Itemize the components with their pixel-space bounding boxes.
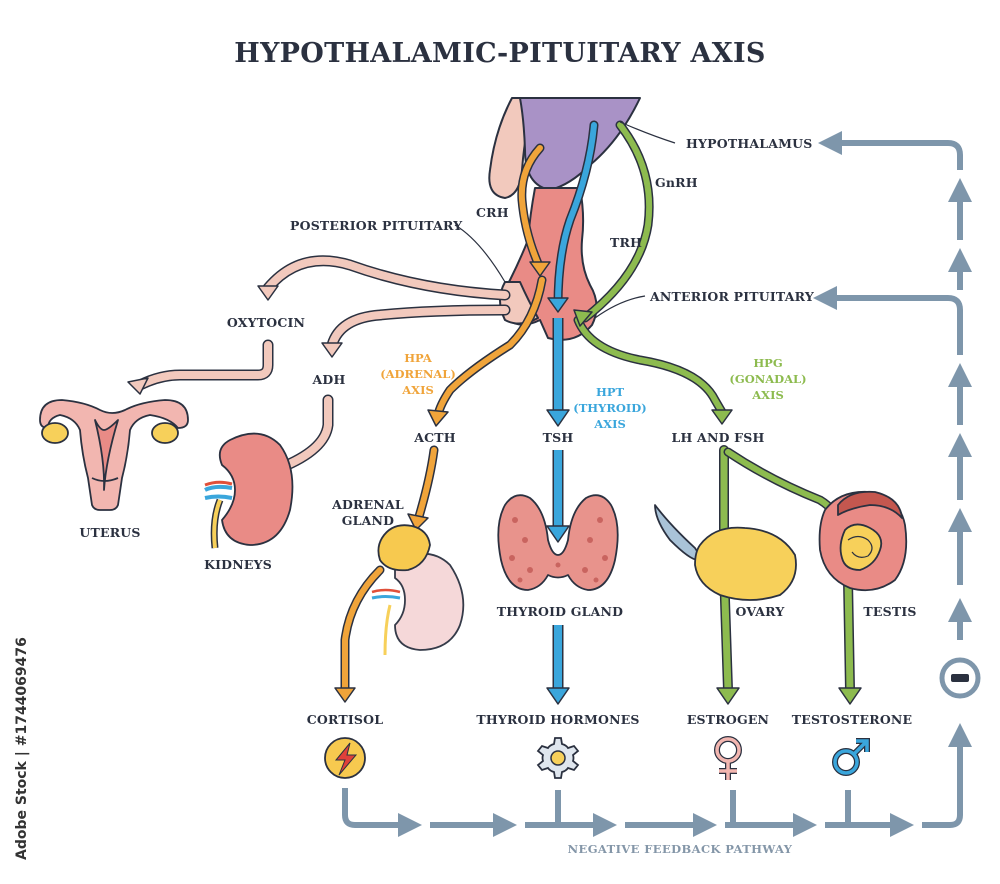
negative-feedback-label: NEGATIVE FEEDBACK PATHWAY: [567, 842, 793, 856]
testis-label: TESTIS: [863, 604, 917, 619]
oxytocin-arrowhead: [257, 285, 279, 301]
testosterone-arrowhead: [838, 687, 862, 705]
posterior-pituitary-leader: [454, 224, 506, 283]
adh-arrowhead: [321, 342, 343, 358]
gnrh-label: GnRH: [655, 175, 698, 190]
gnrh-arrowhead: [573, 309, 593, 327]
crh-stream: [517, 143, 545, 273]
hpg-axis-line2: (GONADAL): [729, 372, 807, 386]
crh-arrowhead: [529, 261, 551, 277]
cortisol-arrowhead: [334, 687, 356, 703]
hpg-axis-label: HPG (GONADAL) AXIS: [729, 355, 806, 403]
adrenal-arrowhead: [407, 513, 429, 531]
posterior-pituitary-label: POSTERIOR PITUITARY: [290, 218, 463, 233]
kidneys-label: KIDNEYS: [204, 557, 272, 572]
anterior-pituitary-leader: [594, 295, 646, 319]
acth-pathway: [340, 275, 547, 695]
adrenal-gland-label-line2: GLAND: [341, 513, 395, 528]
oxytocin-label: OXYTOCIN: [226, 315, 306, 330]
hpa-axis-line1: HPA: [404, 351, 432, 365]
acth-arrowhead: [427, 409, 449, 427]
thyroid-gland-label: THYROID GLAND: [496, 604, 624, 619]
adrenal-gland-illustration: [371, 524, 465, 656]
gnrh-stream: [580, 120, 654, 323]
adrenal-gland-label-line1: ADRENAL: [332, 497, 404, 512]
testis-illustration: [818, 490, 908, 592]
hpt-axis-line3: AXIS: [594, 417, 626, 431]
minus-icon: [939, 657, 981, 699]
estrogen-arrowhead: [716, 687, 740, 705]
diagram-title: HYPOTHALAMIC-PITUITARY AXIS: [234, 38, 766, 69]
anterior-pituitary-label: ANTERIOR PITUITARY: [650, 289, 814, 304]
cortisol-label: CORTISOL: [306, 712, 384, 727]
adrenal-gland-label: ADRENAL GLAND: [332, 497, 404, 529]
hpa-axis-label: HPA (ADRENAL) AXIS: [380, 350, 456, 398]
lightning-icon: [324, 737, 366, 779]
hpt-axis-line2: (THYROID): [573, 401, 647, 415]
thyroid-hormones-label: THYROID HORMONES: [476, 712, 640, 727]
negative-feedback-pathway: [342, 131, 972, 837]
oxytocin-pathway: [134, 255, 511, 391]
stock-watermark: Adobe Stock | #1744069476: [14, 637, 30, 860]
hypothalamus-label: HYPOTHALAMUS: [686, 136, 813, 151]
kidney-illustration: [204, 432, 294, 549]
acth-label: ACTH: [414, 430, 456, 445]
lh-fsh-label: LH AND FSH: [671, 430, 765, 445]
adh-label: ADH: [312, 372, 346, 387]
uterus-illustration: [39, 399, 189, 511]
thyroid-hormones-arrowhead: [546, 687, 570, 705]
trh-label: TRH: [610, 235, 643, 250]
lh-fsh-arrowhead: [711, 409, 733, 425]
uterus-arrowhead: [127, 377, 149, 395]
female-symbol-icon: [714, 736, 742, 780]
ovary-label: OVARY: [735, 604, 785, 619]
thyroid-arrowhead: [546, 525, 570, 543]
hpa-axis-line3: AXIS: [402, 383, 434, 397]
hpt-axis-line1: HPT: [595, 385, 625, 399]
trh-arrowhead: [547, 297, 569, 313]
hpg-axis-line3: AXIS: [752, 388, 784, 402]
ovary-illustration: [654, 504, 797, 601]
uterus-label: UTERUS: [79, 525, 141, 540]
gear-icon: [536, 737, 580, 779]
trh-stream: [553, 120, 599, 310]
hpt-axis-label: HPT (THYROID) AXIS: [573, 384, 646, 432]
tsh-label: TSH: [542, 430, 574, 445]
estrogen-label: ESTROGEN: [686, 712, 770, 727]
testosterone-label: TESTOSTERONE: [791, 712, 913, 727]
hpg-axis-line1: HPG: [753, 356, 783, 370]
lh-fsh-pathway: [573, 315, 855, 695]
hypothalamus-leader: [619, 121, 676, 144]
crh-label: CRH: [476, 205, 509, 220]
hpa-axis-line2: (ADRENAL): [380, 367, 456, 381]
tsh-arrowhead: [546, 409, 570, 427]
male-symbol-icon: [832, 738, 870, 776]
thyroid-gland-illustration: [497, 494, 619, 591]
